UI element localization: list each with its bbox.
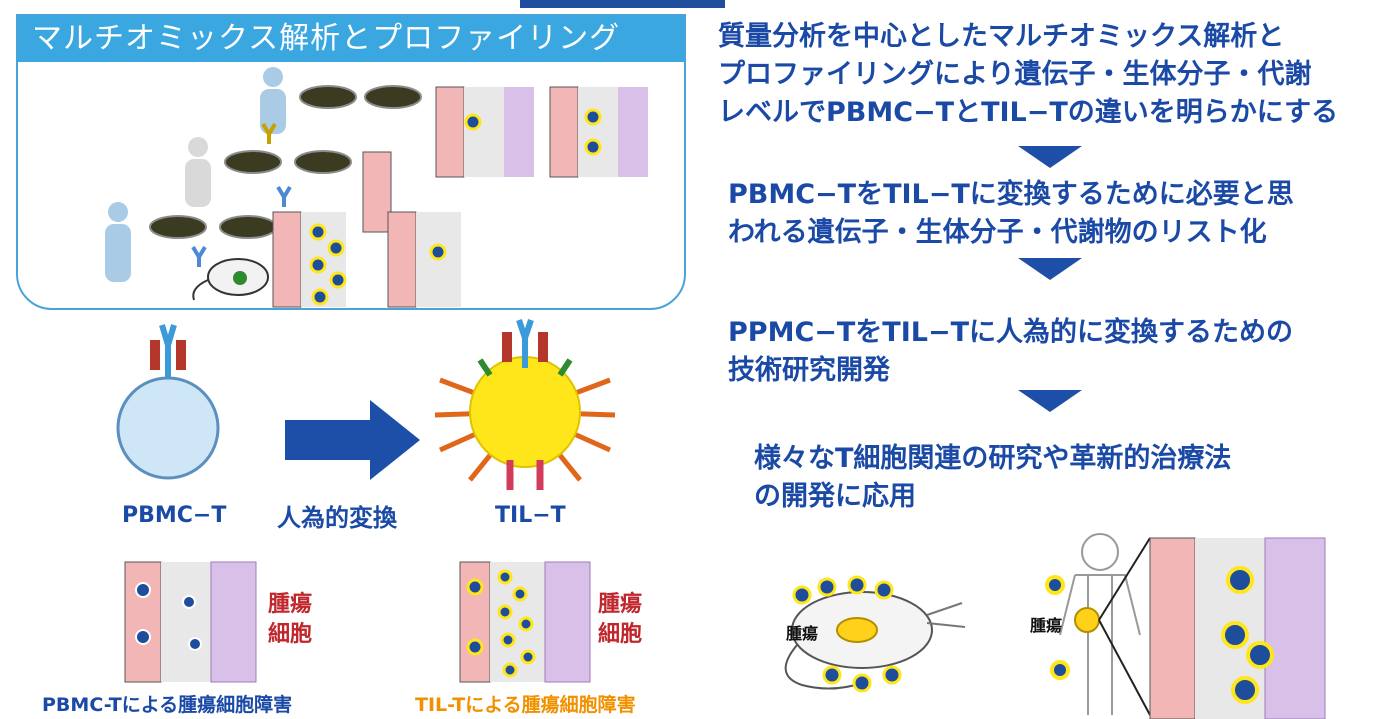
receptor-icon bbox=[150, 340, 160, 370]
til-tumor-killing-illustration bbox=[459, 561, 591, 683]
human-application-illustration bbox=[1045, 533, 1326, 719]
receptor-icon bbox=[502, 332, 512, 362]
step-4: 様々なT細胞関連の研究や革新的治療法 の開発に応用 bbox=[754, 443, 1232, 512]
panel-title: マルチオミックス解析とプロファイリング bbox=[18, 16, 684, 62]
tcr-icon bbox=[516, 319, 534, 368]
down-arrow-icon bbox=[1018, 258, 1082, 280]
til-killing-caption: TIL-Tによる腫瘍細胞障害 bbox=[415, 694, 636, 716]
down-arrow-icon bbox=[1018, 390, 1082, 412]
tumor-cell-label-left: 腫瘍 細胞 bbox=[268, 592, 313, 647]
human-figure-icon bbox=[185, 137, 211, 207]
t-cell-icon bbox=[309, 108, 602, 306]
step-1: 質量分析を中心としたマルチオミックス解析と プロファイリングにより遺伝子・生体分… bbox=[718, 21, 1339, 128]
down-arrow-icon bbox=[1018, 146, 1082, 168]
transform-label: 人為的変換 bbox=[277, 504, 397, 532]
receptor-icon bbox=[176, 340, 186, 370]
til-t-label: TIL−T bbox=[495, 503, 566, 528]
mouse-icon bbox=[192, 258, 269, 301]
mouse-tumor-label: 腫瘍 bbox=[786, 624, 819, 643]
human-figure-icon bbox=[260, 67, 286, 134]
receptor-icon bbox=[538, 332, 548, 362]
human-tumor-label: 腫瘍 bbox=[1030, 616, 1063, 635]
step-3: PPMC−TをTIL−Tに人為的に変換するための 技術研究開発 bbox=[728, 317, 1294, 386]
top-header-strip bbox=[520, 0, 725, 8]
receptor-icon bbox=[506, 460, 544, 490]
pbmc-t-label: PBMC−T bbox=[122, 503, 227, 528]
til-t-cell bbox=[434, 319, 616, 490]
human-figure-icon bbox=[105, 202, 131, 282]
pbmc-t-cell bbox=[116, 324, 220, 480]
tumor-cell-label-right: 腫瘍 細胞 bbox=[598, 592, 643, 647]
antibody-icon bbox=[191, 122, 292, 267]
pbmc-tumor-killing-illustration bbox=[124, 561, 257, 683]
multiomics-scene bbox=[105, 67, 648, 308]
pbmc-killing-caption: PBMC-Tによる腫瘍細胞障害 bbox=[42, 694, 293, 716]
transform-arrow bbox=[285, 400, 420, 480]
mouse-application-illustration bbox=[784, 575, 966, 693]
tcr-icon bbox=[159, 324, 177, 377]
petri-dish-icon bbox=[149, 85, 422, 239]
vessel-tissue-icon bbox=[272, 86, 648, 308]
step-2: PBMC−TをTIL−Tに変換するために必要と思 われる遺伝子・生体分子・代謝物… bbox=[728, 179, 1294, 248]
multiomics-panel: マルチオミックス解析とプロファイリング bbox=[16, 14, 686, 310]
receptor-icon bbox=[477, 358, 573, 377]
